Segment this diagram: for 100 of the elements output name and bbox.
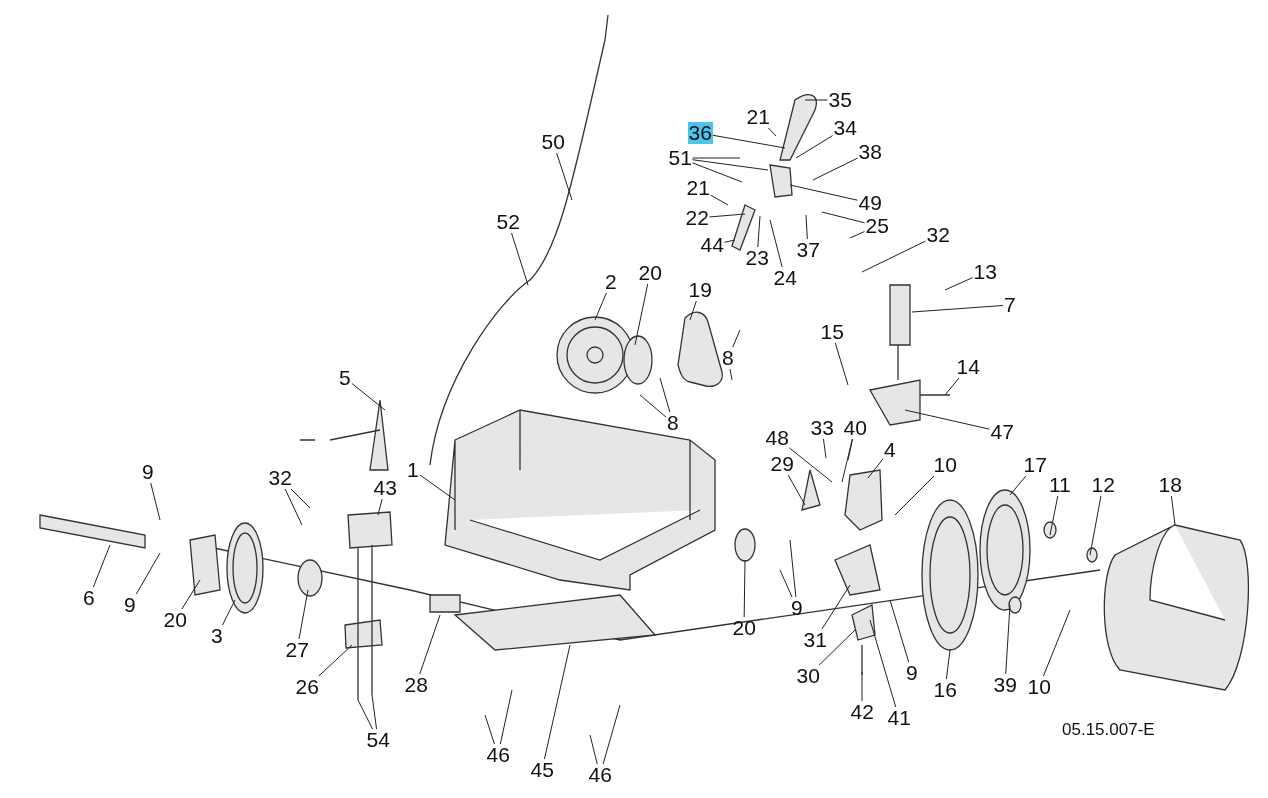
leader-line — [787, 474, 806, 506]
leader-line — [377, 498, 383, 516]
leader-line — [92, 544, 111, 588]
callout-number: 18 — [1157, 474, 1183, 496]
leader-line — [724, 239, 736, 243]
callout-number: 9 — [123, 594, 137, 616]
callout-number: 41 — [886, 707, 912, 729]
leader-line — [1042, 609, 1071, 677]
callout-number: 1 — [406, 459, 420, 481]
callout-number: 36 — [687, 122, 713, 144]
leader-line — [729, 368, 733, 381]
callout-number: 10 — [932, 454, 958, 476]
leader-line — [732, 329, 741, 348]
callout-number: 47 — [989, 421, 1015, 443]
callout-number: 54 — [365, 729, 391, 751]
callout-number: 43 — [372, 477, 398, 499]
leader-line — [849, 231, 865, 239]
leader-line — [298, 589, 309, 640]
leader-line — [743, 559, 746, 618]
callout-number: 23 — [744, 247, 770, 269]
leader-line — [639, 394, 667, 418]
callout-number: 32 — [267, 467, 293, 489]
callout-number: 30 — [795, 665, 821, 687]
callout-number: 42 — [849, 701, 875, 723]
leader-line — [556, 152, 573, 201]
callout-number: 19 — [687, 279, 713, 301]
callout-number: 40 — [842, 417, 868, 439]
leader-line — [692, 159, 769, 171]
callout-number: 52 — [495, 211, 521, 233]
callout-number: 32 — [925, 224, 951, 246]
callout-number: 13 — [972, 261, 998, 283]
callout-number: 31 — [802, 629, 828, 651]
leader-line — [804, 99, 828, 101]
callout-number: 15 — [819, 321, 845, 343]
leader-line — [222, 599, 236, 626]
leader-line — [812, 157, 858, 181]
leader-line — [904, 409, 990, 430]
leader-line — [692, 157, 741, 159]
leader-line — [689, 300, 697, 321]
callout-number: 20 — [162, 609, 188, 631]
leader-line — [911, 305, 1004, 313]
callout-number: 39 — [992, 674, 1018, 696]
leader-line — [1009, 475, 1027, 496]
leader-line — [944, 377, 960, 396]
leader-line — [757, 215, 761, 248]
callout-number: 20 — [731, 617, 757, 639]
callout-number: 25 — [864, 215, 890, 237]
leader-line — [769, 219, 783, 268]
callout-number: 35 — [827, 89, 853, 111]
callout-number: 46 — [587, 764, 613, 786]
leader-line — [712, 134, 786, 149]
callout-number: 7 — [1003, 294, 1017, 316]
callout-number: 20 — [637, 262, 663, 284]
callout-number: 34 — [832, 117, 858, 139]
callout-number: 16 — [932, 679, 958, 701]
leader-line — [789, 539, 797, 598]
leader-line — [1049, 495, 1059, 536]
leader-line — [150, 482, 161, 521]
leader-line — [351, 383, 386, 411]
leader-line — [861, 240, 926, 273]
leader-line — [889, 599, 910, 663]
leader-line — [1170, 495, 1176, 526]
leader-line — [894, 475, 935, 516]
callout-number: 5 — [338, 367, 352, 389]
callout-number: 22 — [684, 207, 710, 229]
leader-line — [692, 162, 743, 183]
callout-number: 28 — [403, 674, 429, 696]
leader-line — [1005, 604, 1011, 675]
leader-line — [602, 704, 621, 765]
leader-line — [284, 488, 303, 526]
leader-line — [709, 213, 746, 218]
callout-number: 21 — [745, 106, 771, 128]
callout-number: 45 — [529, 759, 555, 781]
callout-number: 11 — [1048, 474, 1072, 496]
leader-line — [822, 438, 827, 459]
callout-number: 38 — [857, 141, 883, 163]
callout-number: 8 — [721, 347, 735, 369]
leader-line — [484, 714, 495, 745]
leader-line — [789, 447, 833, 483]
leader-line — [767, 127, 777, 137]
leader-line — [419, 614, 441, 675]
callout-number: 8 — [666, 412, 680, 434]
leader-line — [821, 211, 865, 224]
leader-line — [290, 488, 311, 509]
leader-line — [805, 214, 808, 240]
callout-number: 37 — [795, 239, 821, 261]
callout-number: 48 — [764, 427, 790, 449]
leader-line — [779, 569, 793, 598]
leader-line — [945, 649, 951, 680]
callout-number: 24 — [772, 267, 798, 289]
leader-line — [511, 232, 529, 286]
leader-line — [861, 671, 863, 702]
callout-number: 51 — [667, 147, 693, 169]
leader-line — [543, 644, 571, 760]
callout-number: 12 — [1090, 474, 1116, 496]
callout-number: 17 — [1022, 454, 1048, 476]
leader-line — [419, 474, 456, 501]
leader-line — [789, 184, 858, 201]
leader-line — [834, 342, 849, 386]
drawing-number: 05.15.007-E — [1062, 720, 1155, 740]
